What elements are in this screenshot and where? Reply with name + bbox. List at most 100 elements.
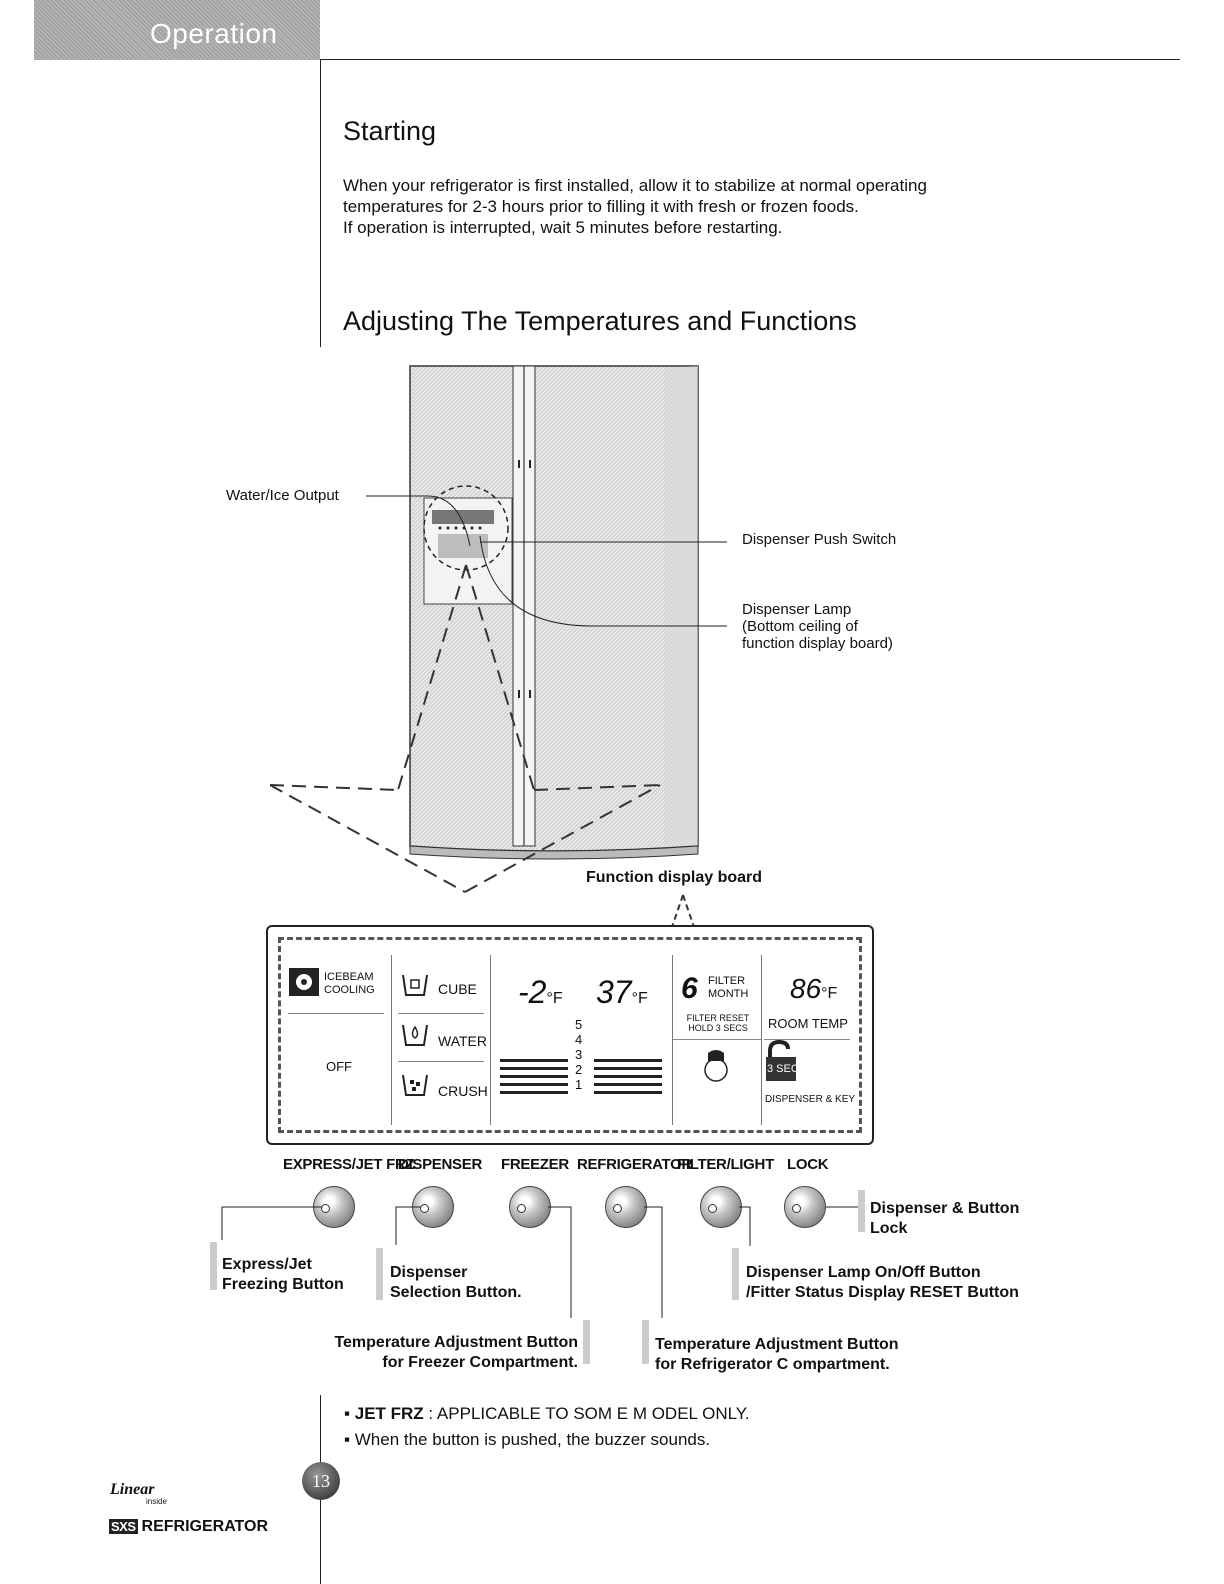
callout-tag bbox=[210, 1242, 217, 1290]
room-temp-display: 86°F bbox=[790, 973, 837, 1010]
level-4: 4 bbox=[575, 1032, 583, 1047]
fridge-callout: Temperature Adjustment Button for Refrig… bbox=[655, 1335, 899, 1375]
left-rule-top bbox=[320, 60, 321, 347]
filter-reset-line-1: FILTER RESET bbox=[686, 1013, 750, 1023]
page-number: 13 bbox=[302, 1462, 340, 1500]
dispenser-callout-line-1: Dispenser bbox=[390, 1264, 468, 1281]
freezer-label: FREEZER bbox=[501, 1156, 569, 1173]
level-2: 2 bbox=[575, 1062, 583, 1077]
dispenser-lamp-label: Dispenser Lamp (Bottom ceiling of functi… bbox=[742, 601, 893, 652]
lamp-icon bbox=[704, 1050, 728, 1082]
level-1: 1 bbox=[575, 1077, 583, 1092]
room-temp-value: 86 bbox=[790, 973, 822, 1004]
icebeam-icon bbox=[289, 968, 319, 996]
express-callout-line-1: Express/Jet bbox=[222, 1256, 312, 1273]
crush-icon bbox=[402, 1074, 428, 1096]
filter-reset-line-2: HOLD 3 SECS bbox=[688, 1023, 748, 1033]
lamp-line-3: function display board) bbox=[742, 635, 893, 652]
refrigerator-label: REFRIGERATOR bbox=[577, 1156, 693, 1173]
express-jet-frz-label: EXPRESS/JET FRZ bbox=[283, 1156, 415, 1173]
panel-divider bbox=[761, 955, 762, 1125]
water-icon bbox=[402, 1024, 428, 1046]
dispenser-callout: Dispenser Selection Button. bbox=[390, 1263, 522, 1303]
fridge-temp-unit: °F bbox=[631, 990, 648, 1007]
icebeam-line-2: COOLING bbox=[324, 984, 375, 996]
freezer-callout-line-1: Temperature Adjustment Button bbox=[334, 1334, 578, 1351]
starting-line-2: temperatures for 2-3 hours prior to fill… bbox=[343, 197, 859, 216]
panel-divider bbox=[672, 955, 673, 1125]
linear-logo: Linear inside bbox=[110, 1482, 167, 1506]
cell-divider bbox=[398, 1013, 484, 1014]
filter-line-1: FILTER bbox=[708, 975, 746, 987]
note-jet-rest: : APPLICABLE TO SOM E M ODEL ONLY. bbox=[423, 1404, 750, 1423]
crush-label: CRUSH bbox=[438, 1083, 488, 1099]
lock-label: LOCK bbox=[787, 1156, 829, 1173]
panel-divider bbox=[391, 955, 392, 1125]
header-rule bbox=[320, 59, 1180, 60]
lock-callout: Dispenser & Button Lock bbox=[870, 1199, 1019, 1239]
push-switch-label: Dispenser Push Switch bbox=[742, 531, 897, 548]
lock-button[interactable] bbox=[784, 1186, 826, 1228]
dispenser-callout-line-2: Selection Button. bbox=[390, 1284, 522, 1301]
lamp-line-1: Dispenser Lamp bbox=[742, 601, 852, 618]
starting-title: Starting bbox=[343, 116, 437, 146]
starting-line-1: When your refrigerator is first installe… bbox=[343, 176, 927, 195]
note-buzzer-text: When the button is pushed, the buzzer so… bbox=[354, 1430, 711, 1449]
callout-tag bbox=[642, 1320, 649, 1364]
icebeam-label: ICEBEAM COOLING bbox=[324, 971, 375, 997]
fridge-temp-value: 37 bbox=[596, 974, 632, 1010]
dispenser-key-label: DISPENSER & KEY bbox=[765, 1094, 856, 1105]
note-jet-bold: JET FRZ bbox=[354, 1404, 424, 1423]
starting-line-3: If operation is interrupted, wait 5 minu… bbox=[343, 218, 783, 237]
lamp-callout-line-1: Dispenser Lamp On/Off Button bbox=[746, 1264, 981, 1281]
freezer-callout-line-2: for Freezer Compartment. bbox=[382, 1354, 578, 1371]
cube-label: CUBE bbox=[438, 981, 477, 997]
cell-divider bbox=[398, 1061, 484, 1062]
filter-line-2: MONTH bbox=[708, 988, 749, 1000]
board-pointer-icon bbox=[671, 894, 695, 928]
lamp-callout-line-2: /Fitter Status Display RESET Button bbox=[746, 1284, 1019, 1301]
cell-divider bbox=[673, 1039, 761, 1040]
freezer-temp-display: -2°F bbox=[518, 975, 563, 1016]
function-display-board: ICEBEAM COOLING OFF CUBE WATER CRUSH -2°… bbox=[266, 925, 874, 1145]
note-jet-frz: ▪ JET FRZ : APPLICABLE TO SOM E M ODEL O… bbox=[344, 1404, 750, 1423]
board-title: Function display board bbox=[586, 869, 763, 886]
fridge-callout-line-2: for Refrigerator C ompartment. bbox=[655, 1356, 890, 1373]
freezer-callout: Temperature Adjustment Button for Freeze… bbox=[310, 1333, 578, 1373]
freezer-temp-value: -2 bbox=[518, 974, 547, 1010]
sxs-badge: SXS bbox=[109, 1519, 138, 1534]
water-label: WATER bbox=[438, 1033, 487, 1049]
express-callout: Express/Jet Freezing Button bbox=[222, 1255, 344, 1295]
cube-icon bbox=[402, 974, 428, 996]
freezer-temp-unit: °F bbox=[546, 990, 563, 1007]
lock-icon bbox=[766, 1039, 796, 1081]
fridge-callout-line-1: Temperature Adjustment Button bbox=[655, 1336, 899, 1353]
callout-tag bbox=[858, 1190, 865, 1232]
section-title: Operation bbox=[150, 18, 278, 49]
level-5: 5 bbox=[575, 1017, 583, 1032]
refrigerator-button[interactable] bbox=[605, 1186, 647, 1228]
logo-subtext: inside bbox=[146, 1497, 167, 1506]
filter-reset-label: FILTER RESET HOLD 3 SECS bbox=[684, 1013, 752, 1033]
lamp-callout: Dispenser Lamp On/Off Button /Fitter Sta… bbox=[746, 1263, 1019, 1303]
adjusting-title: Adjusting The Temperatures and Functions bbox=[343, 306, 857, 336]
level-3: 3 bbox=[575, 1047, 583, 1062]
dispenser-button[interactable] bbox=[412, 1186, 454, 1228]
callout-tag bbox=[583, 1320, 590, 1364]
brand-text: REFRIGERATOR bbox=[141, 1518, 269, 1535]
filter-light-label: FILTER/LIGHT bbox=[677, 1156, 774, 1173]
room-temp-unit: °F bbox=[821, 985, 838, 1002]
callout-tag bbox=[732, 1248, 739, 1300]
filter-month-label: FILTER MONTH bbox=[708, 975, 748, 1001]
starting-paragraph: When your refrigerator is first installe… bbox=[343, 175, 1063, 238]
note-buzzer: ▪ When the button is pushed, the buzzer … bbox=[344, 1430, 711, 1449]
temp-level-bars bbox=[500, 1059, 662, 1094]
room-temp-label: ROOM TEMP bbox=[768, 1016, 848, 1031]
icebeam-line-1: ICEBEAM bbox=[324, 971, 374, 983]
filter-month-value: 6 bbox=[681, 972, 698, 1005]
lock-callout-line-1: Dispenser & Button bbox=[870, 1200, 1020, 1217]
express-callout-line-2: Freezing Button bbox=[222, 1276, 344, 1293]
fridge-temp-display: 37°F bbox=[596, 975, 648, 1016]
logo-text: Linear bbox=[110, 1481, 155, 1498]
